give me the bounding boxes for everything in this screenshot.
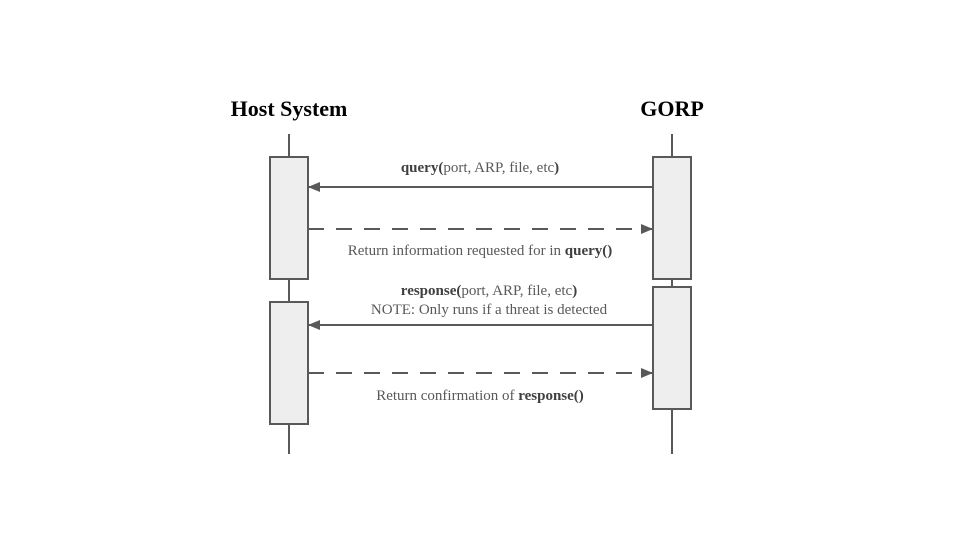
response-fn: response( xyxy=(400,283,462,299)
query-return-label: Return information requested for in quer… xyxy=(348,243,613,260)
response-note: NOTE: Only runs if a threat is detected xyxy=(370,302,608,318)
gorp-activation-1 xyxy=(652,156,692,280)
response-close: ) xyxy=(572,283,578,299)
host-system-title: Host System xyxy=(230,96,348,121)
gorp-activation-2 xyxy=(652,286,692,410)
response-label: response(port, ARP, file, etc) xyxy=(401,283,577,300)
query-close: ) xyxy=(554,160,560,176)
response-return-text: Return confirmation of xyxy=(376,388,519,404)
gorp-title: GORP xyxy=(640,96,704,121)
query-return-fn: query() xyxy=(564,243,613,259)
response-return-label: Return confirmation of response() xyxy=(376,388,584,405)
query-return-text: Return information requested for in xyxy=(347,243,565,259)
response-args: port, ARP, file, etc xyxy=(461,283,573,299)
host-activation-1 xyxy=(269,156,309,280)
host-activation-2 xyxy=(269,301,309,425)
query-label: query(port, ARP, file, etc) xyxy=(401,160,559,177)
query-fn: query( xyxy=(400,160,444,176)
query-args: port, ARP, file, etc xyxy=(443,160,555,176)
response-return-fn: response() xyxy=(518,388,584,404)
